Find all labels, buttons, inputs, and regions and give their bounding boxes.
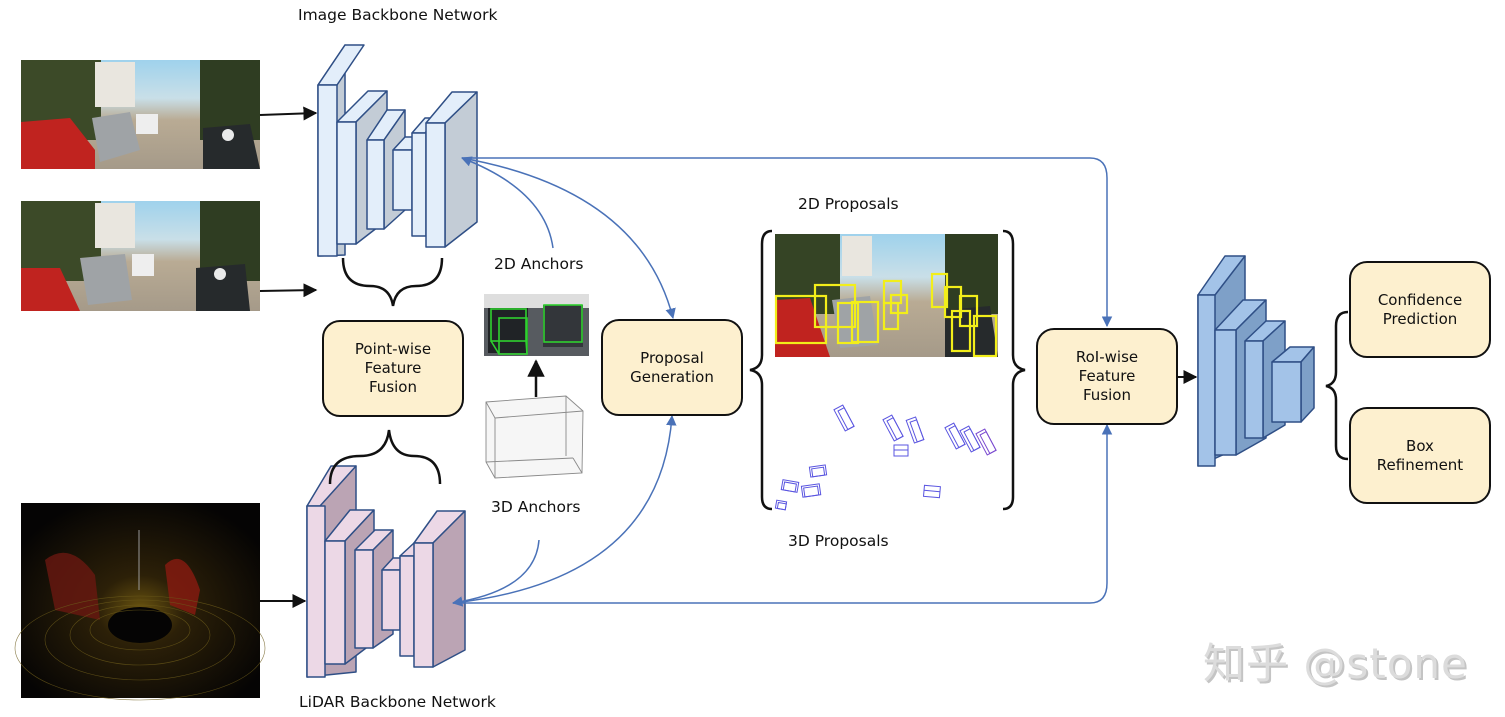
image-layer-4 <box>392 149 413 211</box>
anchors-3d-label: 3D Anchors <box>491 498 581 516</box>
head-layer-4 <box>1271 361 1302 423</box>
camera-1-arrow <box>259 106 318 121</box>
anchors-2d-label: 2D Anchors <box>494 255 584 273</box>
proposals-left-brace <box>749 229 773 511</box>
image-backbone-title: Image Backbone Network <box>298 6 498 24</box>
confidence-prediction-box: Confidence Prediction <box>1349 261 1491 358</box>
roi-wise-feature-fusion-box: RoI-wise Feature Fusion <box>1036 328 1178 425</box>
box-refinement-box: Box Refinement <box>1349 407 1491 504</box>
lidar-layer-2 <box>324 540 346 665</box>
head-network <box>1197 255 1315 467</box>
anchor-2d-to-image-arrow <box>461 156 554 249</box>
camera-image-2 <box>21 201 260 311</box>
proposals-3d-label: 3D Proposals <box>788 532 889 550</box>
image-layer-2 <box>336 121 357 245</box>
anchors-2d-image <box>484 294 589 356</box>
proposals-right-brace <box>1002 229 1026 511</box>
lidar-to-roi-arrow <box>453 423 1113 604</box>
output-brace <box>1325 310 1349 461</box>
head-layer-1 <box>1197 294 1216 467</box>
lidar-layer-5 <box>399 555 415 657</box>
camera-image-1 <box>21 60 260 169</box>
image-layer-3 <box>366 139 385 230</box>
lidar-scan-image <box>14 503 266 701</box>
proposal-generation-box: Proposal Generation <box>601 319 743 416</box>
watermark: 知乎 @stone <box>1203 639 1468 688</box>
point-wise-feature-fusion-box: Point-wise Feature Fusion <box>322 320 464 417</box>
lidar-layer-3 <box>354 549 374 649</box>
lidar-layer-1 <box>306 505 326 678</box>
lidar-layer-4 <box>381 569 401 631</box>
anchors-3d-wireframe <box>485 395 584 479</box>
image-to-roi-arrow <box>462 157 1113 328</box>
image-layer-6 <box>425 122 446 248</box>
image-brace <box>341 257 444 307</box>
lidar-layer-6 <box>413 542 434 668</box>
head-layer-2 <box>1214 329 1237 456</box>
image-layer-1 <box>317 84 338 257</box>
anchor-3d-to-lidar-arrow <box>451 539 540 607</box>
camera-2-arrow <box>259 283 318 298</box>
image-to-proposal-arrow <box>461 157 676 320</box>
image-backbone-network <box>317 44 478 257</box>
lidar-backbone-network <box>306 465 466 678</box>
proposals-2d-image <box>774 234 998 358</box>
head-layer-3 <box>1244 340 1264 439</box>
lidar-backbone-title: LiDAR Backbone Network <box>299 693 496 711</box>
lidar-brace <box>328 429 442 485</box>
proposals-2d-label: 2D Proposals <box>798 195 899 213</box>
image-layer-5 <box>411 132 427 237</box>
proposals-3d-wireframes <box>774 404 997 511</box>
lidar-to-proposal-arrow <box>452 414 677 604</box>
